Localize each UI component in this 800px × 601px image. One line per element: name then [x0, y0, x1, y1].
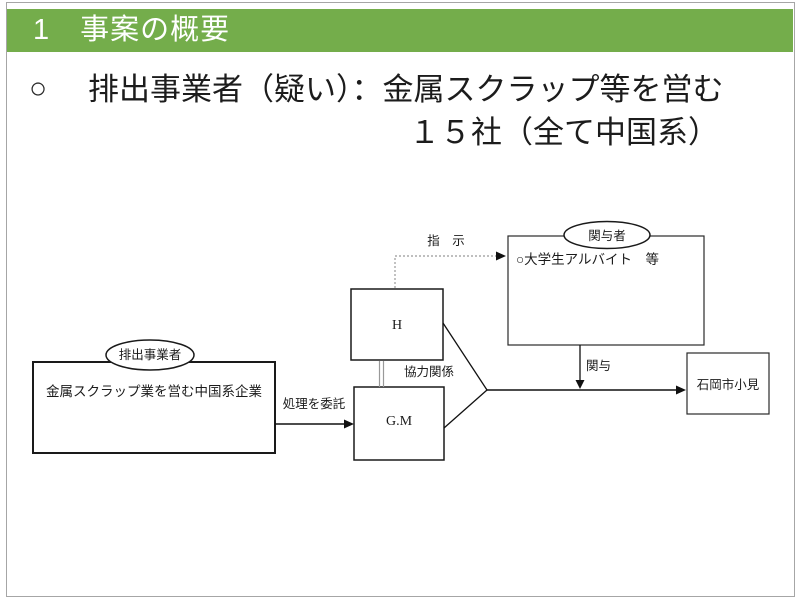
h-converge-line [442, 322, 488, 391]
instruction-arrowhead [496, 251, 506, 261]
gm-converge-line [443, 389, 488, 429]
commission-arrowhead [344, 419, 354, 429]
involvement-arrowhead [575, 380, 585, 389]
main-arrowhead [676, 385, 686, 395]
discharger-box-text: 金属スクラップ業を営む中国系企業 [46, 384, 262, 399]
site-box-label: 石岡市小見 [696, 378, 760, 392]
h-box-outline [350, 288, 444, 361]
circle-bullet-marker: ○ [29, 72, 48, 105]
involved-box-text: ○大学生アルバイト 等 [516, 252, 660, 267]
h-box-label: H [391, 318, 403, 333]
site-box-outline [686, 352, 770, 415]
commission-edge-label: 処理を委託 [282, 397, 346, 411]
bullet-text-line1: 排出事業者（疑い）：金属スクラップ等を営む [88, 72, 724, 107]
discharger-box-outline [32, 361, 276, 454]
gm-box-outline [353, 386, 445, 461]
involved-oval-label: 関与者 [588, 229, 626, 243]
involved-oval [563, 220, 651, 250]
gm-box-label: G.M [385, 414, 413, 429]
involved-box-outline [507, 235, 705, 346]
instruction-edge-label: 指 示 [427, 234, 465, 248]
instruction-dotted-arrow [394, 255, 497, 288]
cooperation-edge-label: 協力関係 [404, 365, 455, 379]
discharger-oval-label: 排出事業者 [118, 348, 182, 362]
page-title: 1 事案の概要 [33, 14, 231, 46]
bullet-text-line2: １５社（全て中国系） [409, 115, 719, 150]
discharger-oval [105, 339, 195, 371]
header-bar: 1 事案の概要 [7, 9, 793, 52]
involvement-edge-label: 関与 [586, 359, 612, 373]
